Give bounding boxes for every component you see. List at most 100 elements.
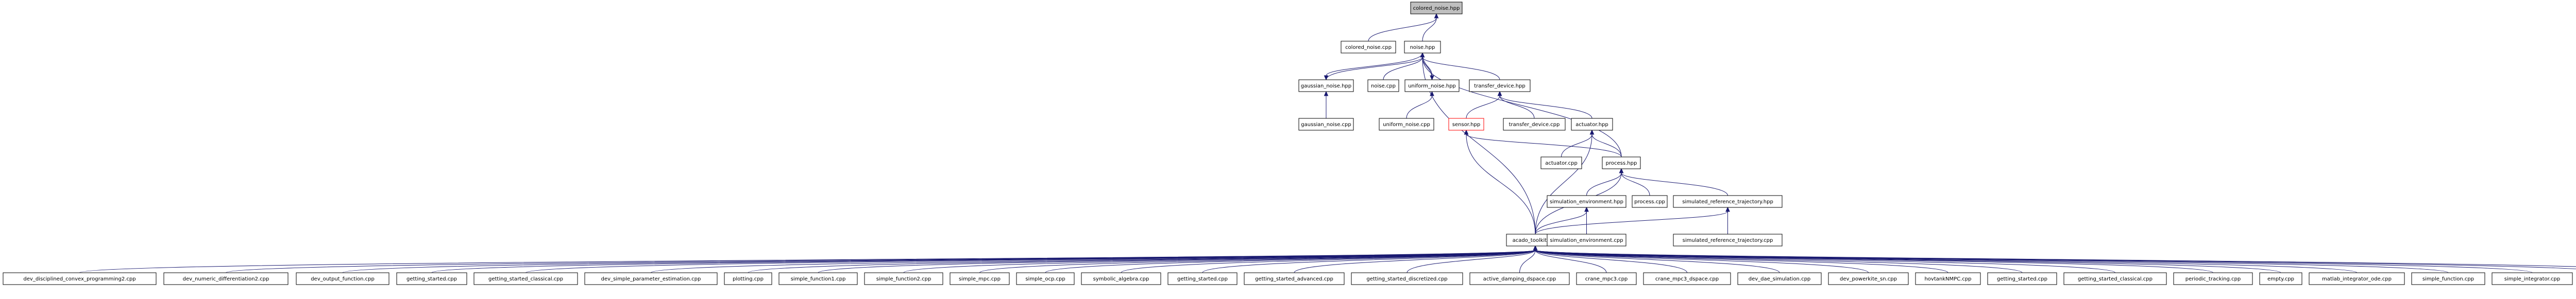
file-node-box	[1632, 195, 1668, 208]
dependency-edge	[1497, 91, 1535, 119]
file-node-label: gaussian_noise.hpp	[1301, 83, 1351, 89]
file-node[interactable]: hovtankNMPC.cpp	[1915, 272, 1981, 285]
file-node[interactable]: dev_disciplined_convex_programming2.cpp	[3, 272, 157, 285]
file-node[interactable]: getting_started_discretized.cpp	[1351, 272, 1463, 285]
file-node[interactable]: crane_mpc3_dspace.cpp	[1643, 272, 1731, 285]
file-node-box	[1410, 2, 1463, 14]
file-node-box	[2492, 272, 2573, 285]
file-node[interactable]: empty.cpp	[2259, 272, 2302, 285]
file-node-label: empty.cpp	[2267, 276, 2294, 282]
file-node[interactable]: sensor.hpp	[1448, 118, 1484, 131]
file-node-box	[1673, 234, 1783, 247]
file-node[interactable]: getting_started.cpp	[1167, 272, 1238, 285]
dependency-edge	[1533, 245, 1780, 273]
file-node[interactable]: process.cpp	[1632, 195, 1668, 208]
file-node-box	[2259, 272, 2302, 285]
file-node-box	[473, 272, 578, 285]
file-node[interactable]: active_damping_dspace.cpp	[1469, 272, 1570, 285]
file-node-box	[1915, 272, 1981, 285]
file-node[interactable]: getting_started_advanced.cpp	[1244, 272, 1345, 285]
file-node[interactable]: process.hpp	[1602, 156, 1641, 169]
dependency-edge	[1619, 168, 1728, 196]
file-node-box	[724, 272, 772, 285]
file-node-box	[1643, 272, 1731, 285]
file-node-label: getting_started.cpp	[406, 276, 457, 282]
file-node[interactable]: symbolic_algebra.cpp	[1081, 272, 1161, 285]
file-node-box	[2173, 272, 2253, 285]
file-node-box	[163, 272, 289, 285]
file-node[interactable]: actuator.cpp	[1540, 156, 1582, 169]
dependency-edge	[1533, 245, 1687, 273]
file-node[interactable]: dev_numeric_differentiation2.cpp	[163, 272, 289, 285]
dependency-edge	[1368, 13, 1439, 42]
file-node-box	[1469, 272, 1570, 285]
file-node[interactable]: getting_started.cpp	[1987, 272, 2057, 285]
file-node[interactable]: noise.hpp	[1404, 41, 1441, 54]
file-node[interactable]: periodic_tracking.cpp	[2173, 272, 2253, 285]
file-node-label: actuator.hpp	[1575, 122, 1608, 128]
file-node[interactable]: simple_ocp.cpp	[1016, 272, 1075, 285]
file-node-label: dev_output_function.cpp	[311, 276, 375, 282]
file-node[interactable]: plotting.cpp	[724, 272, 772, 285]
file-node-label: simple_function2.cpp	[876, 276, 931, 282]
file-node-label: getting_started_classical.cpp	[2078, 276, 2153, 282]
dependency-edge	[1533, 245, 2576, 267]
file-node[interactable]: matlab_integrator_ode.cpp	[2309, 272, 2405, 285]
file-node[interactable]: uniform_noise.hpp	[1404, 79, 1460, 92]
file-node-box	[1016, 272, 1075, 285]
file-node[interactable]: getting_started_classical.cpp	[2063, 272, 2167, 285]
file-node-box	[2063, 272, 2167, 285]
dependency-edge	[1464, 129, 1536, 235]
file-node[interactable]: simple_function2.cpp	[864, 272, 943, 285]
file-node-label: process.hpp	[1606, 161, 1637, 166]
file-node[interactable]: dev_powerkite_sn.cpp	[1828, 272, 1909, 285]
file-node-box	[1547, 195, 1626, 208]
file-node[interactable]: simple_function.cpp	[2411, 272, 2485, 285]
file-node-label: crane_mpc3_dspace.cpp	[1655, 276, 1719, 282]
file-node-box	[584, 272, 718, 285]
file-node-label: simulation_environment.hpp	[1550, 199, 1623, 205]
file-node-label: getting_started_discretized.cpp	[1366, 276, 1447, 282]
file-node-label: active_damping_dspace.cpp	[1483, 276, 1556, 282]
file-node[interactable]: getting_started.cpp	[396, 272, 467, 285]
file-node-box	[1244, 272, 1345, 285]
file-node-label: noise.hpp	[1410, 45, 1435, 50]
file-node[interactable]: simple_mpc.cpp	[950, 272, 1010, 285]
file-node[interactable]: uniform_noise.cpp	[1379, 118, 1434, 131]
file-node[interactable]: transfer_device.hpp	[1469, 79, 1531, 92]
file-node-box	[1576, 272, 1637, 285]
file-node[interactable]: transfer_device.cpp	[1503, 118, 1566, 131]
file-node-box	[1379, 118, 1434, 131]
graph-edges	[79, 13, 2576, 273]
dependency-edge	[1584, 206, 1589, 234]
file-node-label: dev_dae_simulation.cpp	[1749, 276, 1811, 282]
file-node[interactable]: simple_integrator.cpp	[2492, 272, 2573, 285]
file-node[interactable]: dev_simple_parameter_estimation.cpp	[584, 272, 718, 285]
file-node[interactable]: getting_started_classical.cpp	[473, 272, 578, 285]
file-node[interactable]: dev_dae_simulation.cpp	[1737, 272, 1822, 285]
file-node-box	[1341, 41, 1396, 54]
file-node-box	[864, 272, 943, 285]
file-node[interactable]: actuator.hpp	[1571, 118, 1613, 131]
file-node[interactable]: simulated_reference_trajectory.cpp	[1673, 234, 1783, 247]
file-node-label: getting_started_advanced.cpp	[1255, 276, 1333, 282]
file-node[interactable]: simulation_environment.hpp	[1547, 195, 1626, 208]
file-node[interactable]: simulation_environment.cpp	[1547, 234, 1626, 247]
file-node[interactable]: simple_function1.cpp	[778, 272, 858, 285]
file-node-box	[3, 272, 157, 285]
file-node[interactable]: colored_noise.cpp	[1341, 41, 1396, 54]
file-node[interactable]: gaussian_noise.hpp	[1298, 79, 1354, 92]
file-node[interactable]: gaussian_noise.cpp	[1298, 118, 1354, 131]
file-node-label: dev_powerkite_sn.cpp	[1840, 276, 1897, 282]
file-node[interactable]: crane_mpc3.cpp	[1576, 272, 1637, 285]
file-node[interactable]: noise.cpp	[1367, 79, 1399, 92]
file-node-box	[1469, 79, 1531, 92]
file-node-box	[1503, 118, 1566, 131]
file-node[interactable]: simulated_reference_trajectory.hpp	[1673, 195, 1783, 208]
file-node[interactable]: dev_output_function.cpp	[296, 272, 389, 285]
dependency-edge	[1535, 206, 1589, 235]
file-node-box	[1448, 118, 1484, 131]
file-node-box	[1167, 272, 1238, 285]
file-node-label: acado_toolkit.hpp	[1513, 238, 1558, 243]
